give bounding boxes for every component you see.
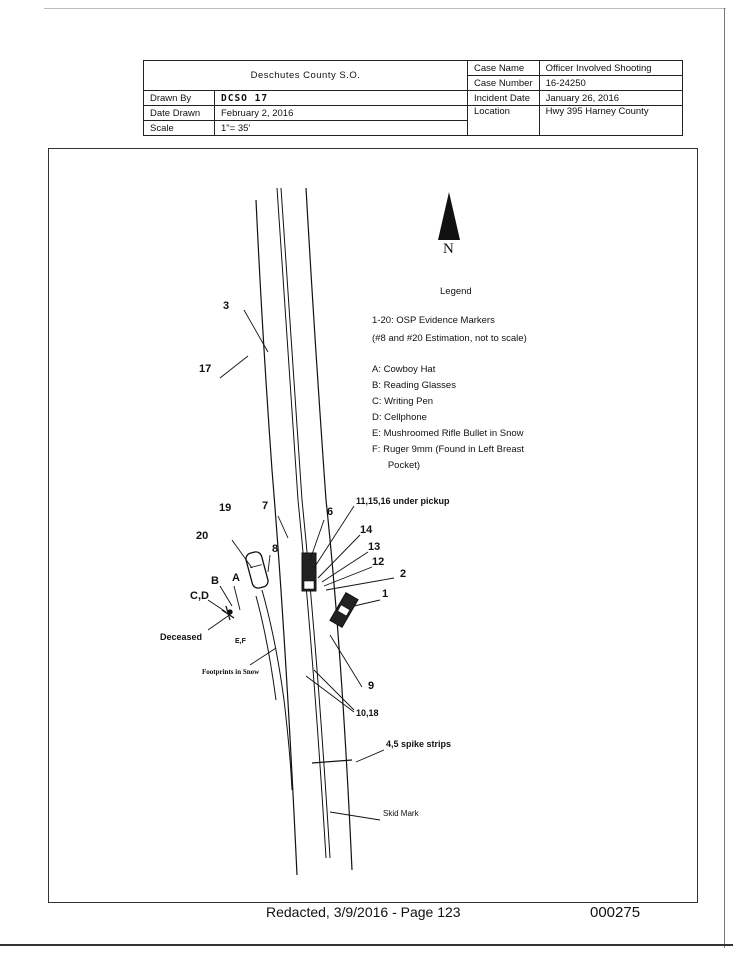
- road-centerline-2: [280, 187, 331, 859]
- marker-A: A: [232, 572, 240, 584]
- marker-C-D: C,D: [190, 590, 209, 602]
- marker-9: 9: [368, 680, 375, 692]
- spike-strip-line: [311, 759, 353, 764]
- road-centerline: [276, 187, 327, 859]
- marker-10-18: 10,18: [356, 708, 379, 718]
- deceased-position: [221, 605, 235, 621]
- redaction-footer: Redacted, 3/9/2016 - Page 123: [266, 904, 461, 920]
- legend-estimation: (#8 and #20 Estimation, not to scale): [372, 333, 527, 344]
- marker-6: 6: [327, 506, 334, 518]
- leader-B: [219, 585, 233, 607]
- marker-19: 19: [219, 502, 232, 514]
- marker-11-15-16: 11,15,16 under pickup: [356, 496, 450, 506]
- patrol-car: [329, 591, 359, 629]
- leader-10: [313, 669, 355, 711]
- legend-item-c: C: Writing Pen: [372, 396, 434, 407]
- page-code: 000275: [590, 904, 641, 921]
- legend-item-f-cont: Pocket): [372, 460, 421, 471]
- leader-20: [231, 539, 253, 569]
- leader-6: [309, 519, 325, 561]
- footprint-track: [261, 589, 293, 791]
- leader-1: [353, 599, 381, 607]
- marker-2: 2: [400, 568, 407, 580]
- legend-markers: 1-20: OSP Evidence Markers: [372, 315, 495, 326]
- title-block: Deschutes County S.O. Case Name Officer …: [48, 60, 683, 136]
- page-edge-bottom: [0, 944, 733, 946]
- pickup-truck: [301, 552, 317, 592]
- leader-14: [317, 534, 361, 579]
- marker-14: 14: [360, 524, 373, 536]
- deceased-label: Deceased: [160, 632, 203, 642]
- legend-title: Legend: [440, 286, 472, 297]
- legend-item-b: B: Reading Glasses: [372, 380, 456, 391]
- footprints-label: Footprints in Snow: [202, 668, 260, 676]
- marker-B: B: [211, 575, 219, 587]
- marker-8: 8: [272, 543, 279, 555]
- leader-11: [313, 505, 355, 569]
- location-value: Hwy 395 Harney County: [538, 105, 683, 136]
- page-edge-top: [44, 8, 726, 9]
- leader-13: [321, 551, 369, 583]
- footprint-track-2: [255, 595, 277, 701]
- leader-17: [219, 355, 249, 379]
- spike-strips-label: 4,5 spike strips: [386, 739, 452, 749]
- skid-mark-label: Skid Mark: [383, 809, 419, 818]
- leader-8: [267, 554, 271, 573]
- leader-skid: [329, 811, 381, 821]
- legend-item-a: A: Cowboy Hat: [372, 364, 436, 375]
- scale-value: 1"= 35': [214, 120, 468, 136]
- leader-2: [325, 577, 395, 591]
- marker-3: 3: [223, 300, 230, 312]
- road-edge-left: [255, 199, 298, 876]
- white-vehicle: [245, 551, 269, 589]
- leader-7: [277, 515, 289, 539]
- north-arrow-icon: [438, 192, 460, 240]
- leader-CD: [207, 599, 227, 613]
- page-edge-right: [724, 8, 725, 948]
- leader-spike: [355, 749, 385, 763]
- leader-18: [305, 675, 355, 713]
- marker-7: 7: [262, 500, 269, 512]
- leader-deceased: [207, 615, 229, 631]
- north-label: N: [443, 241, 454, 257]
- road-edge-right: [305, 187, 353, 871]
- scene-diagram: [48, 148, 698, 903]
- legend-item-d: D: Cellphone: [372, 412, 427, 423]
- marker-13: 13: [368, 541, 381, 553]
- legend-items: A: Cowboy Hat B: Reading Glasses C: Writ…: [372, 362, 524, 474]
- leader-9: [329, 634, 363, 688]
- legend-item-e: E: Mushroomed Rifle Bullet in Snow: [372, 428, 524, 439]
- leader-3: [243, 309, 269, 353]
- marker-20: 20: [196, 530, 209, 542]
- marker-E-F: E,F: [235, 638, 246, 645]
- marker-12: 12: [372, 556, 385, 568]
- leader-12: [323, 566, 373, 587]
- marker-1: 1: [382, 588, 389, 600]
- marker-17: 17: [199, 363, 212, 375]
- legend-item-f: F: Ruger 9mm (Found in Left Breast: [372, 444, 525, 455]
- leader-A: [233, 585, 241, 611]
- location-label: Location: [467, 105, 540, 136]
- leader-footprints: [249, 647, 277, 666]
